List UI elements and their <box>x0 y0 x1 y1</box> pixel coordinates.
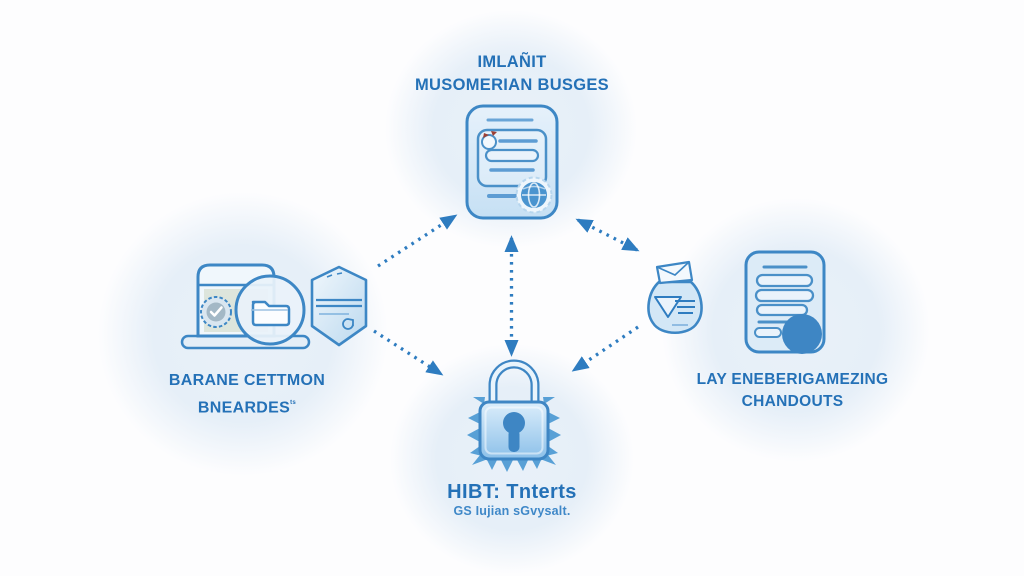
node-right-label-line2: CHANDOUTS <box>741 393 844 410</box>
node-bottom-sublabel-text: GS Iujian sGvysalt. <box>453 504 571 518</box>
archive-container-icon <box>180 263 311 350</box>
certificate-document-icon <box>465 104 559 220</box>
jar-flask-icon <box>647 260 703 335</box>
node-left-label-superscript: ᵗˢ <box>290 398 297 408</box>
node-left-label-line2: BNEARDES <box>197 399 291 417</box>
node-right-label: LAY ENEBERIGAMEZING CHANDOUTS <box>650 369 935 413</box>
padlock-icon <box>467 359 561 472</box>
connector-right-to-bottom <box>571 325 639 372</box>
report-document-icon <box>744 250 826 354</box>
node-top-label-line1: IMLAÑIT <box>477 53 547 71</box>
node-bottom-label-line1: HIBT: Tnterts <box>447 481 577 503</box>
node-right-label-line1: LAY ENEBERIGAMEZING <box>696 371 889 388</box>
node-top-label: IMLAÑIT MUSOMERIAN BUSGES <box>352 51 672 97</box>
connector-left-to-bottom <box>373 329 444 376</box>
connector-top-to-right <box>575 218 640 252</box>
connector-left-to-top <box>377 214 458 268</box>
node-left-label: BARANE CETTMON BNEARDESᵗˢ <box>117 370 377 419</box>
node-top-label-line2: MUSOMERIAN BUSGES <box>415 76 609 94</box>
node-left-label-line1: BARANE CETTMON <box>168 372 326 389</box>
package-hexagon-icon <box>310 265 368 347</box>
node-bottom-sublabel: GS Iujian sGvysalt. <box>392 504 632 518</box>
node-bottom-label: HIBT: Tnterts <box>382 481 642 504</box>
